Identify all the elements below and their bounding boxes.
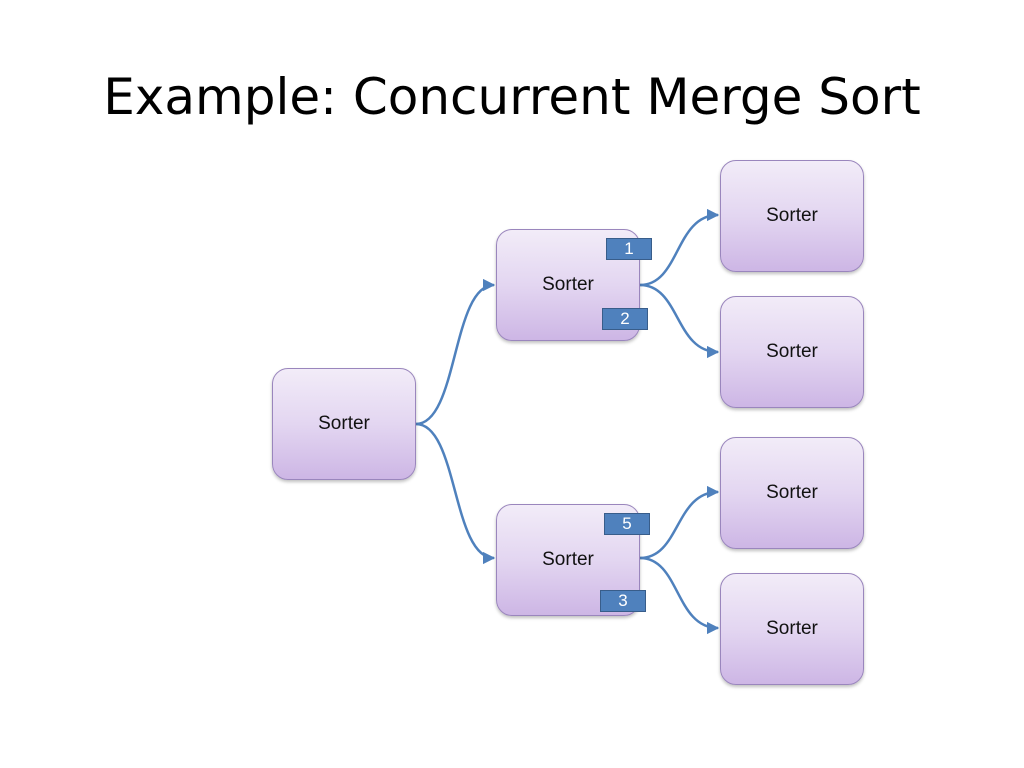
queue-badge-lower-bottom: 3 (600, 590, 646, 612)
connector-root-to-upper (415, 278, 496, 426)
slide-title: Example: Concurrent Merge Sort (103, 68, 921, 126)
sorter-node-label: Sorter (318, 413, 370, 434)
connector-upper-to-leaf-1 (639, 208, 720, 287)
sorter-node-label: Sorter (766, 618, 818, 639)
sorter-node-leaf-4: Sorter (720, 573, 864, 685)
sorter-node-label: Sorter (766, 341, 818, 362)
queue-badge-lower-top: 5 (604, 513, 650, 535)
queue-badge-upper-bottom: 2 (602, 308, 648, 330)
sorter-node-leaf-1: Sorter (720, 160, 864, 272)
connector-lower-to-leaf-3 (639, 485, 720, 560)
connector-lower-to-leaf-4 (639, 556, 720, 635)
sorter-node-leaf-2: Sorter (720, 296, 864, 408)
sorter-node-label: Sorter (766, 482, 818, 503)
connector-root-to-lower (415, 422, 496, 565)
sorter-node-label: Sorter (542, 549, 594, 570)
sorter-node-root: Sorter (272, 368, 416, 480)
sorter-node-label: Sorter (542, 274, 594, 295)
queue-badge-upper-top: 1 (606, 238, 652, 260)
sorter-node-label: Sorter (766, 205, 818, 226)
sorter-node-leaf-3: Sorter (720, 437, 864, 549)
connector-upper-to-leaf-2 (639, 283, 720, 359)
